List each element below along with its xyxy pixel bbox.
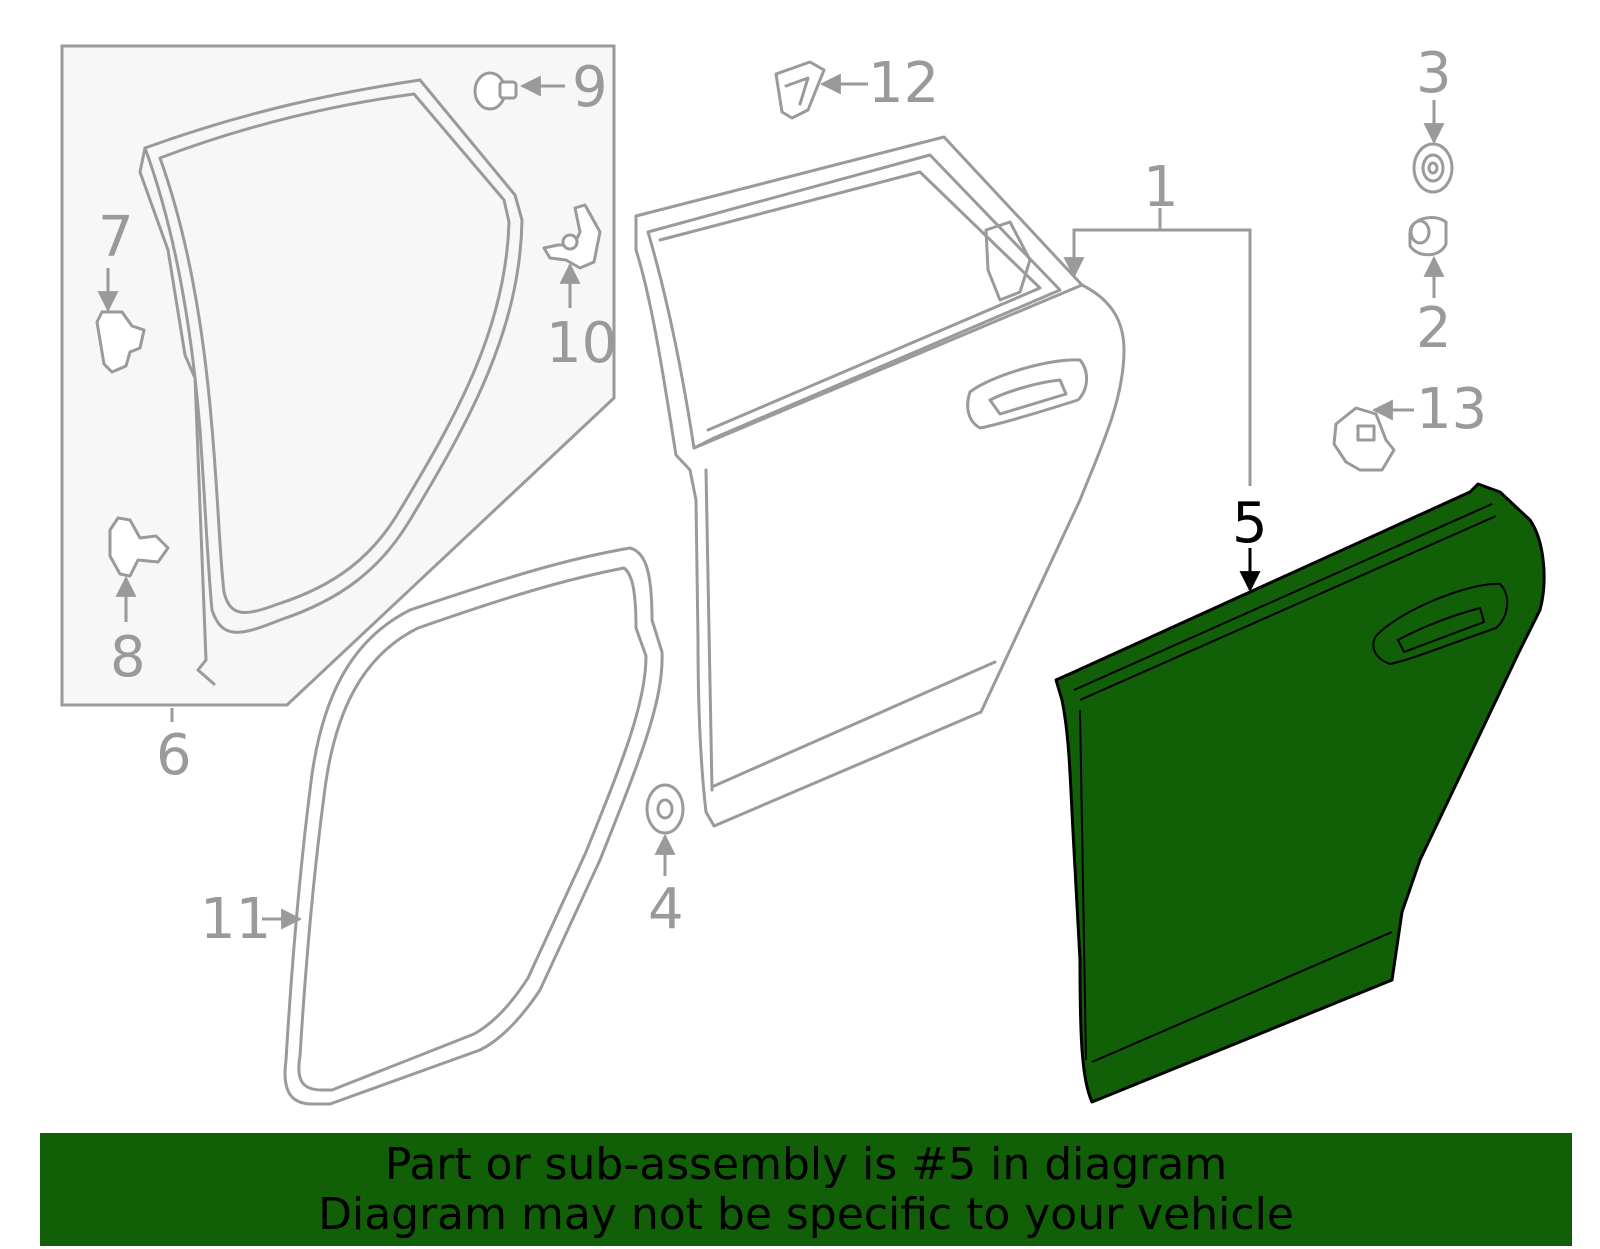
- callout-2[interactable]: 2: [1416, 296, 1452, 361]
- callout-13[interactable]: 13: [1416, 377, 1487, 442]
- nut-2-icon[interactable]: [1408, 216, 1448, 257]
- callout-4[interactable]: 4: [648, 877, 684, 942]
- callout-5[interactable]: 5: [1232, 491, 1268, 556]
- door-frame-weatherstrip[interactable]: [143, 78, 524, 634]
- callout-10[interactable]: 10: [546, 311, 617, 376]
- callout-11[interactable]: 11: [200, 887, 271, 952]
- leader-lines: [97, 73, 1445, 930]
- clip-8-icon[interactable]: [108, 516, 170, 578]
- banner-line-2: Diagram may not be specific to your vehi…: [318, 1188, 1294, 1240]
- callout-12[interactable]: 12: [868, 51, 939, 116]
- door-shell-5-highlighted[interactable]: [1054, 482, 1546, 1104]
- door-assembly-1[interactable]: [634, 135, 1126, 828]
- info-banner: Part or sub-assembly is #5 in diagram Di…: [40, 1133, 1572, 1246]
- door-seal-11[interactable]: [283, 546, 664, 1106]
- callout-9[interactable]: 9: [572, 55, 608, 120]
- banner-line-1: Part or sub-assembly is #5 in diagram: [384, 1138, 1228, 1190]
- callout-3[interactable]: 3: [1416, 41, 1452, 106]
- grommet-4-icon[interactable]: [645, 783, 685, 835]
- bracket-12-icon[interactable]: [774, 60, 826, 120]
- callout-6[interactable]: 6: [156, 723, 192, 788]
- callout-7[interactable]: 7: [98, 205, 134, 270]
- retainer-10-icon[interactable]: [542, 203, 602, 270]
- callout-labels: 1 2 3 4 5 6 7 8 9 10 11 12 13: [98, 41, 1487, 952]
- weatherstrip-group-inset[interactable]: [60, 44, 616, 707]
- washer-3-icon[interactable]: [1412, 142, 1454, 194]
- banner-background: [40, 1133, 1572, 1246]
- callout-8[interactable]: 8: [110, 625, 146, 690]
- clip-9-icon[interactable]: [473, 71, 518, 111]
- callout-1[interactable]: 1: [1143, 155, 1179, 220]
- clip-13-icon[interactable]: [1332, 406, 1396, 472]
